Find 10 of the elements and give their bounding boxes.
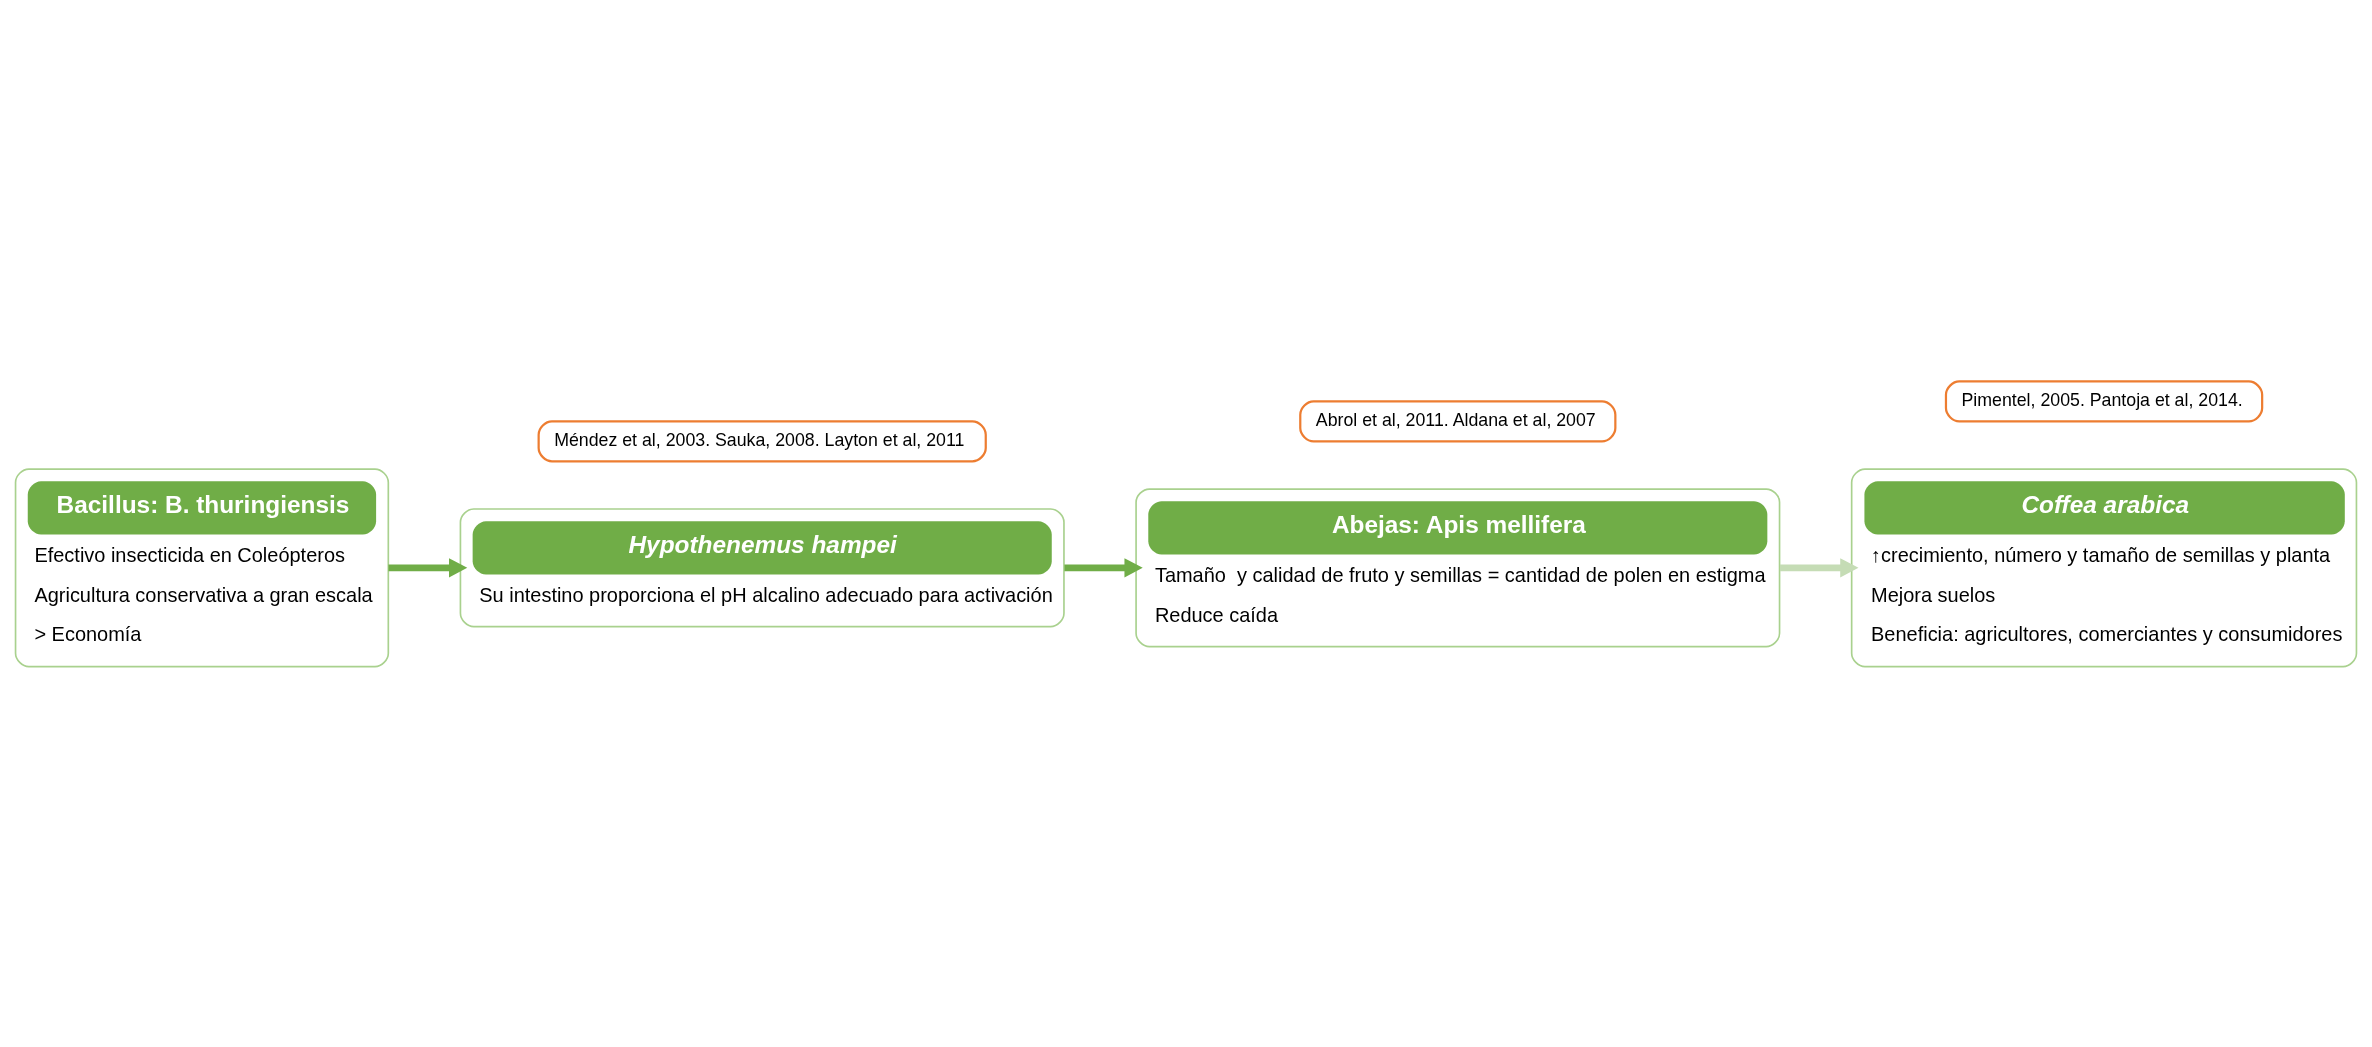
node-box: Abejas: Apis mellifera Tamaño y calidad de fruto y semillas = cantidad de polen en estigma Reduce caída [1135,487,1781,647]
arrow [1780,557,1859,577]
node-box: Abrol et al, 2011. Aldana et al, 2007 [1299,399,1617,442]
arrow [1064,557,1143,577]
node-box: Hypothenemus hampei Su intestino proporciona el pH alcalino adecuado para activación [459,507,1065,627]
node-box: Bacillus: B. thuringiensis Efectivo insecticida en Coleópteros Agricultura conservativa a gran escala > Economía [14,467,390,667]
node-box: Méndez et al, 2003. Sauka, 2008. Layton et al, 2011 [537,419,987,462]
node-box: Pimentel, 2005. Pantoja et al, 2014. [1944,379,2264,422]
arrow [388,557,468,577]
node-box: Coffea arabica ↑crecimiento, número y tamaño de semillas y planta Mejora suelos Beneficia: agricultores, comerciantes y consumidores [1850,467,2358,667]
